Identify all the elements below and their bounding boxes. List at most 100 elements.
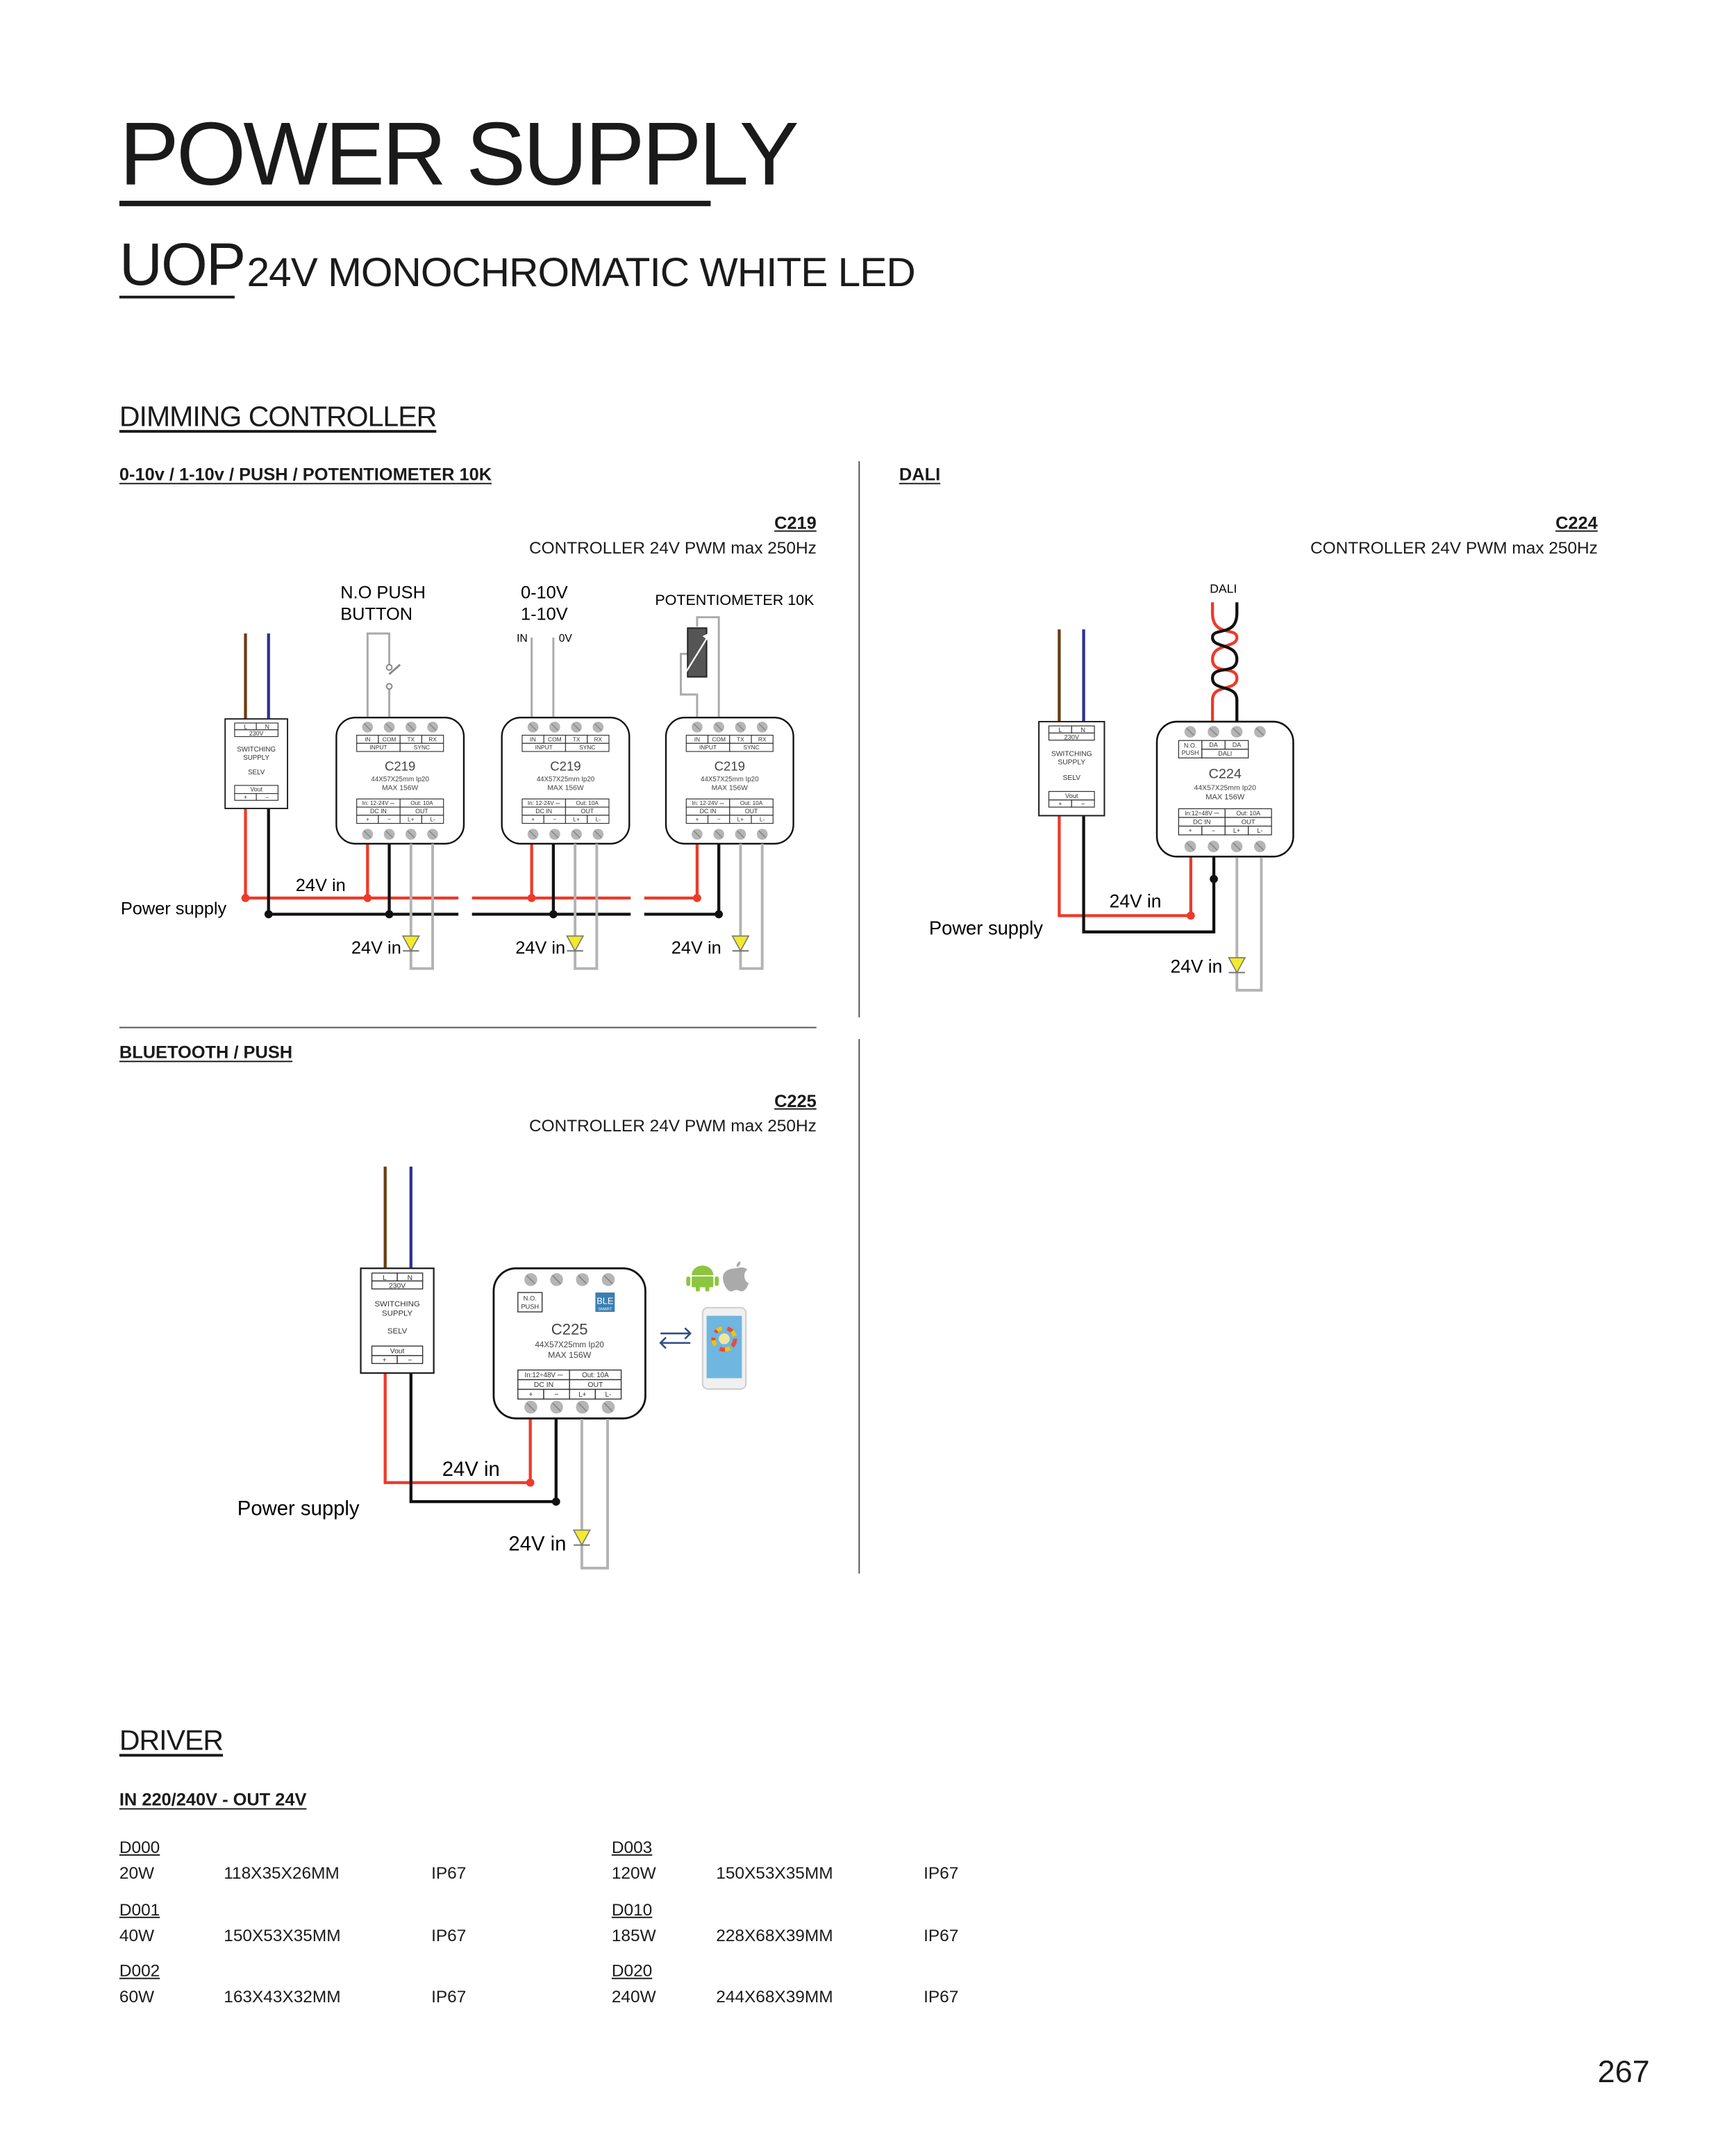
c219-code: C219 xyxy=(774,513,817,533)
driver-power: 60W xyxy=(119,1987,155,2006)
driver-ip: IP67 xyxy=(431,1863,467,1883)
driver-size: 228X68X39MM xyxy=(716,1925,833,1945)
label: IN xyxy=(530,735,535,742)
table-cell xyxy=(565,742,610,752)
label: + xyxy=(1188,827,1192,834)
analog-heading: 0-10v / 1-10v / PUSH / POTENTIOMETER 10K xyxy=(119,463,492,485)
module-dimensions: 44X57X25mm Ip20 xyxy=(371,776,429,783)
power-supply-label: Power supply xyxy=(929,917,1043,939)
label: PUSH xyxy=(1182,749,1199,756)
driver-power: 185W xyxy=(611,1925,656,1945)
negative-bus xyxy=(1082,815,1216,933)
potentiometer-label: POTENTIOMETER 10K xyxy=(655,592,815,608)
driver-heading: DRIVER xyxy=(119,1725,224,1757)
led-output-wire xyxy=(580,1418,609,1570)
screw-slot xyxy=(551,723,559,731)
label: L- xyxy=(596,816,601,823)
24v-in-label: 24V in xyxy=(351,938,401,958)
screw-slot xyxy=(578,1402,587,1412)
label: 230V xyxy=(389,1282,406,1290)
section-divider xyxy=(119,1026,817,1029)
junction-dot xyxy=(264,910,273,919)
label: OUT xyxy=(745,808,758,815)
driver-code: D001 xyxy=(119,1900,160,1919)
page-subtitle: 24V MONOCHROMATIC WHITE LED xyxy=(247,251,915,296)
screw-slot xyxy=(1186,842,1194,851)
label: SYNC xyxy=(579,744,595,751)
label: N.O. xyxy=(524,1295,537,1302)
table-cell xyxy=(729,742,774,752)
driver-power: 120W xyxy=(611,1863,656,1883)
screw-slot xyxy=(552,1402,562,1412)
android-icon xyxy=(686,1265,719,1292)
screw-slot xyxy=(363,723,372,731)
table-cell xyxy=(587,815,610,824)
driver-code: D010 xyxy=(611,1900,653,1919)
label: − xyxy=(408,1357,412,1365)
label: + xyxy=(695,816,699,823)
driver-code: D020 xyxy=(611,1961,653,1981)
page-number: 267 xyxy=(1597,2054,1650,2089)
power-supply-label: Power supply xyxy=(237,1497,360,1520)
label: 230V xyxy=(249,730,264,737)
driver-ip: IP67 xyxy=(431,1987,467,2006)
switch-contact xyxy=(385,664,393,671)
screw-slot xyxy=(551,830,559,838)
label: SYNC xyxy=(743,744,759,751)
driver-code: D003 xyxy=(611,1838,653,1857)
label: SUPPLY xyxy=(382,1310,413,1318)
column-divider-bottom xyxy=(858,1039,860,1574)
ble-smart-label: SMART xyxy=(598,1308,612,1312)
label: N xyxy=(408,1274,412,1282)
junction-dot xyxy=(385,910,394,919)
screw-slot xyxy=(407,723,415,731)
module-max-power: MAX 156W xyxy=(547,785,584,792)
screw-slot xyxy=(526,1274,535,1284)
label: Vout xyxy=(1065,792,1078,799)
table-cell xyxy=(421,815,444,824)
c225-code: C225 xyxy=(774,1090,817,1111)
label: INPUT xyxy=(699,744,717,751)
led-icon xyxy=(572,1529,591,1547)
label: RX xyxy=(758,735,767,742)
led-output-wire xyxy=(1235,857,1263,992)
screw-slot xyxy=(1186,727,1194,736)
screw-slot xyxy=(552,1274,562,1284)
driver-size: 163X43X32MM xyxy=(224,1987,341,2006)
smartphone-icon xyxy=(701,1306,747,1390)
label: In: 12-24V ⎓ xyxy=(528,800,560,806)
label: DA xyxy=(1233,742,1241,749)
analog-input-label: 1-10V xyxy=(521,605,568,624)
screw-slot xyxy=(715,723,723,731)
label: Out: 10A xyxy=(582,1372,609,1379)
screw-slot xyxy=(385,723,393,731)
ble-smart-badge xyxy=(595,1292,615,1312)
label: Vout xyxy=(250,786,262,793)
potentiometer-wire xyxy=(696,616,720,718)
label: + xyxy=(531,816,535,823)
push-button-label: N.O PUSH xyxy=(340,583,426,602)
wiring-diagrams: N.O PUSH BUTTON 0-10V 1-10V IN 0V POTENT… xyxy=(121,582,1294,1570)
screw-slot xyxy=(736,830,744,838)
module-dimensions: 44X57X25mm Ip20 xyxy=(537,776,595,783)
title-underline xyxy=(119,201,711,206)
module-name: C219 xyxy=(385,758,415,773)
label: TX xyxy=(407,735,415,742)
dimming-controller-heading: DIMMING CONTROLLER xyxy=(119,401,437,433)
label: − xyxy=(1212,827,1215,834)
label: In:12÷48V ⎓ xyxy=(525,1372,563,1379)
label: COM xyxy=(383,735,397,742)
page-title: POWER SUPPLY xyxy=(119,103,799,203)
led-output-wire xyxy=(574,843,599,970)
label: DC IN xyxy=(535,808,552,815)
screw-slot xyxy=(1255,842,1265,851)
label: DA xyxy=(1209,742,1217,749)
label: In: 12-24V ⎓ xyxy=(692,800,724,806)
label: COM xyxy=(712,735,726,742)
label: In:12÷48V ⎓ xyxy=(1185,810,1219,817)
table-cell xyxy=(1201,749,1249,758)
label: − xyxy=(1081,801,1085,808)
